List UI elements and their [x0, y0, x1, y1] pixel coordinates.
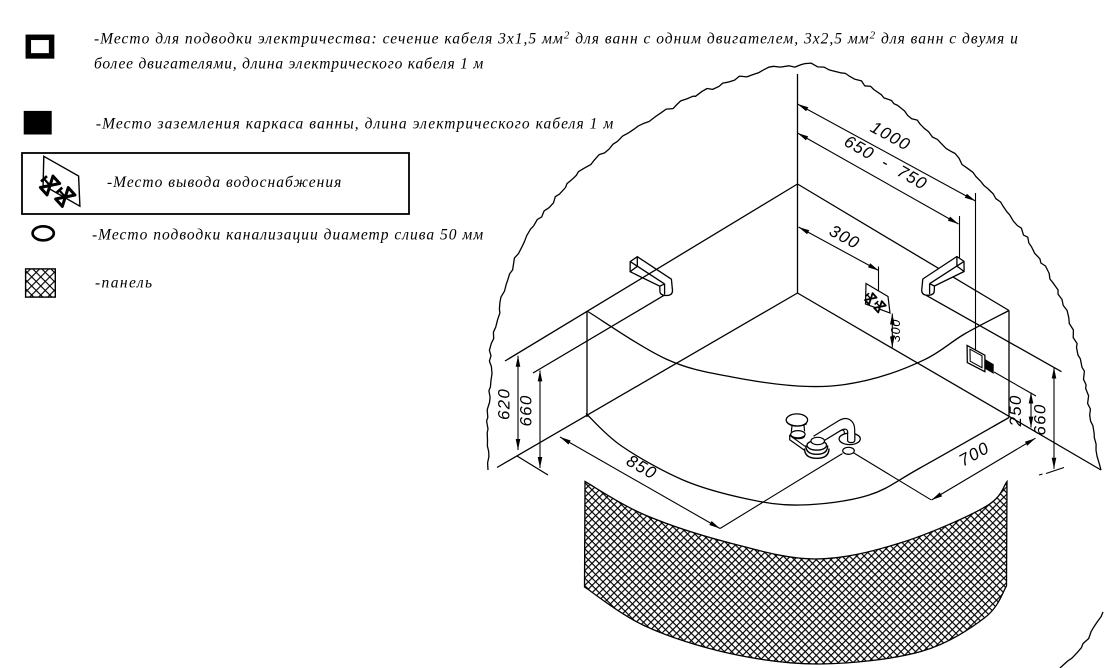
svg-text:660: 660 — [517, 395, 536, 427]
svg-text:660: 660 — [1031, 404, 1050, 436]
svg-text:-панель: -панель — [95, 275, 153, 292]
svg-text:-Место для подводки электричес: -Место для подводки электричества: сечен… — [94, 30, 1019, 48]
svg-text:-Место вывода водоснабжения: -Место вывода водоснабжения — [107, 174, 342, 191]
svg-text:620: 620 — [495, 388, 514, 420]
svg-text:300: 300 — [889, 319, 903, 342]
svg-text:более двигателями, длина элект: более двигателями, длина электрического … — [94, 56, 484, 73]
svg-text:250: 250 — [1006, 395, 1025, 428]
svg-text:-Место заземления каркаса ванн: -Место заземления каркаса ванны, длина э… — [96, 115, 614, 132]
svg-text:-Место подводки канализации ди: -Место подводки канализации диаметр слив… — [92, 227, 484, 244]
